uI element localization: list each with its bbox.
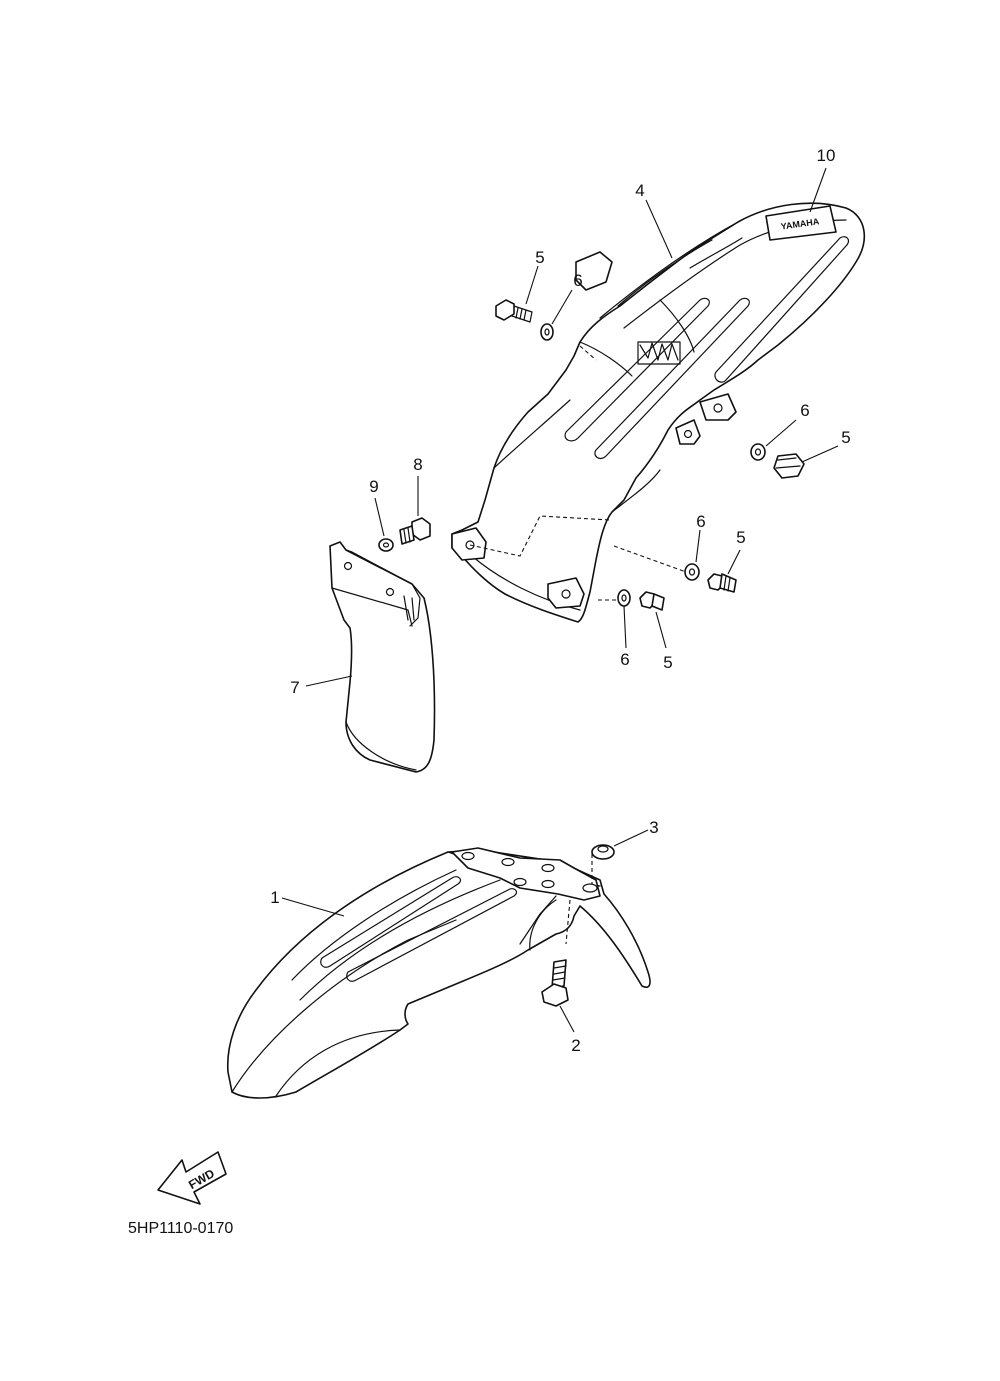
callout-10: 10 [817,146,836,165]
callout-5-middle: 5 [736,528,745,547]
washer-6-middle [684,563,700,581]
callout-7: 7 [290,678,299,697]
callout-5-upper-left: 5 [535,248,544,267]
callout-6-middle: 6 [696,512,705,531]
forward-arrow-icon: FWD [157,1151,227,1205]
front-fender [226,847,651,1099]
washer-6-lower [617,589,631,607]
rear-fender [451,202,865,623]
bolt-5-right [773,453,805,479]
reference-code: 5HP1110-0170 [128,1220,233,1237]
bolt-5-middle [707,573,737,593]
callout-8: 8 [413,455,422,474]
callout-6-right: 6 [800,401,809,420]
yamaha-decal: YAMAHA [765,205,837,241]
callout-4: 4 [635,181,644,200]
callout-5-right: 5 [841,428,850,447]
washer-9 [378,538,394,552]
callout-5-lower: 5 [663,653,672,672]
callout-3: 3 [649,818,658,837]
callout-2: 2 [571,1036,580,1055]
bolt-5-upper-left [495,299,533,323]
mud-flap [329,541,436,773]
callout-1: 1 [270,888,279,907]
callout-6-upper: 6 [573,271,582,290]
leader-lines [281,167,839,1033]
callout-9: 9 [369,477,378,496]
washer-6-right [750,443,766,461]
bolt-8 [399,517,431,545]
grommet-3 [591,844,615,860]
bolt-5-lower [639,591,665,611]
callouts: 10 4 5 6 6 5 9 8 6 5 7 6 5 3 1 2 [270,146,850,1055]
bolt-2 [541,959,569,1007]
callout-6-lower: 6 [620,650,629,669]
washer-6-upper [540,323,554,341]
